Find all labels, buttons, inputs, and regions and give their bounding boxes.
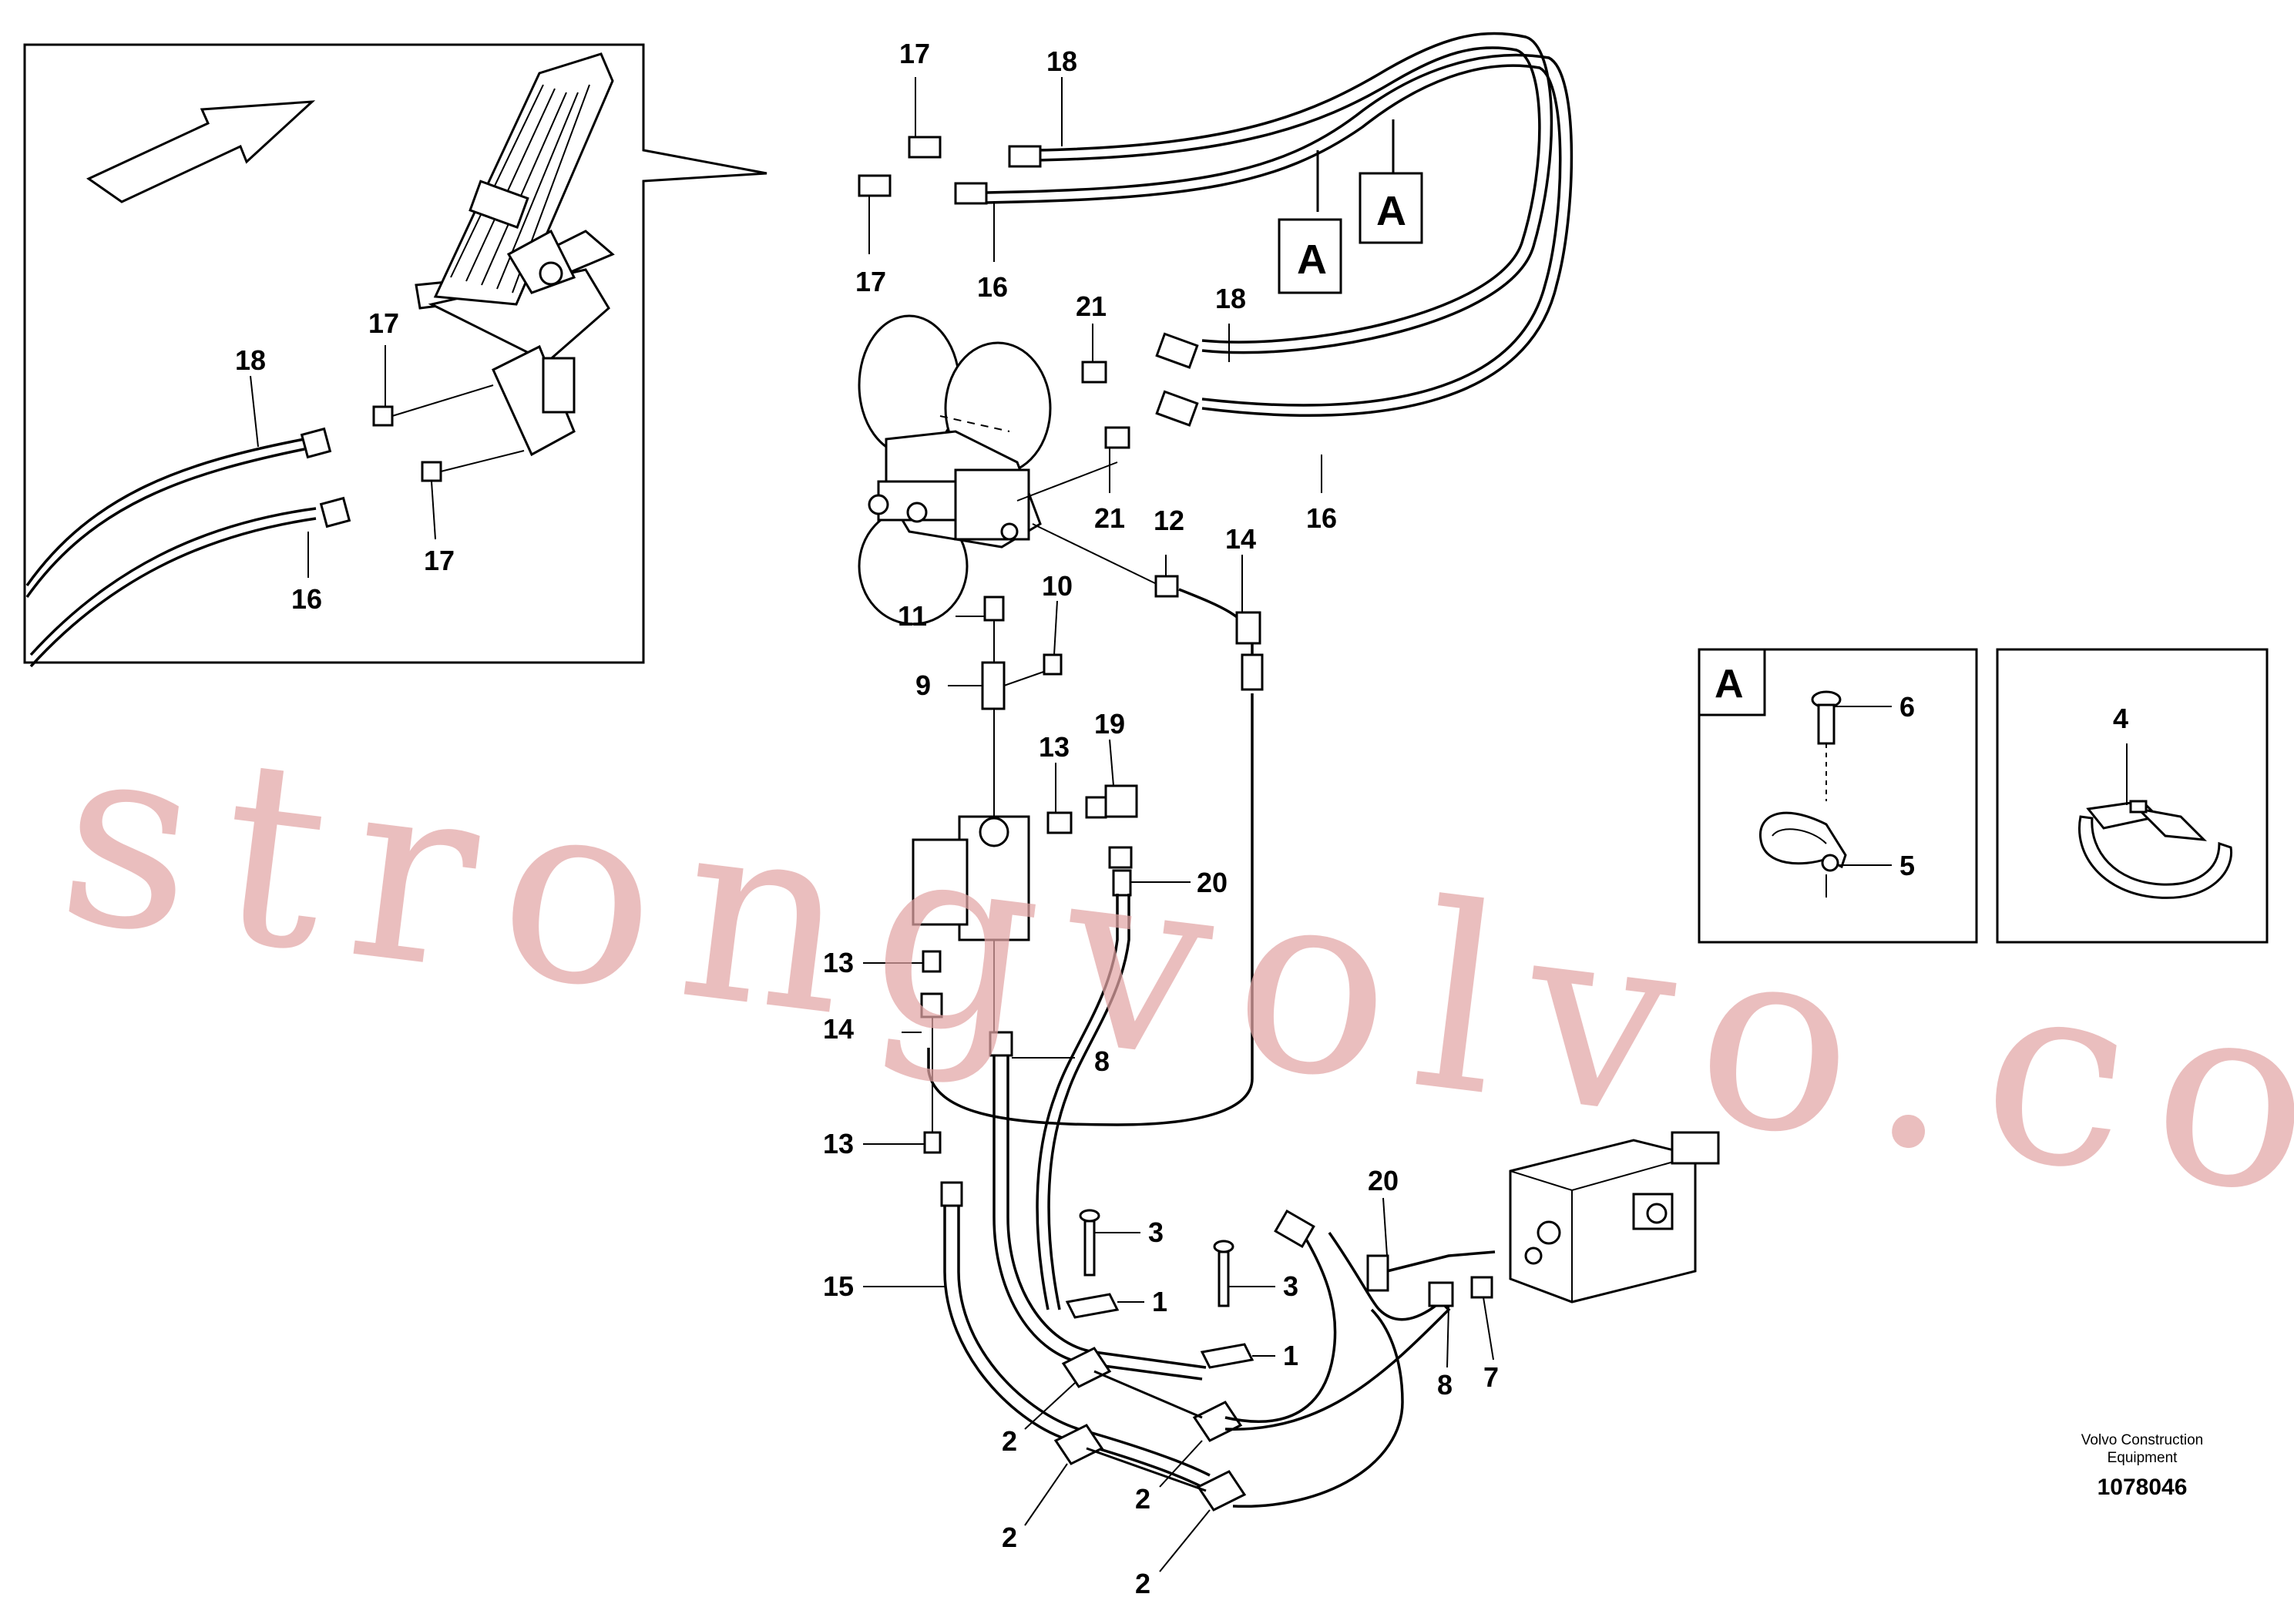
detail-a-label: A	[1715, 662, 1744, 706]
bolt-6	[1811, 690, 1842, 801]
direction-arrow-icon	[86, 100, 316, 203]
fitting-14-upper	[1235, 611, 1261, 645]
callout-4: 4	[2113, 703, 2128, 734]
section-marker-a-2: A	[1359, 119, 1423, 244]
inset-frame	[23, 43, 767, 664]
leader-17-lower-inset	[431, 481, 436, 540]
pedal-inset: 18 17 17 16	[23, 43, 767, 668]
bolt-3-left	[1079, 1209, 1100, 1277]
callout-15: 15	[823, 1270, 854, 1302]
bolt-3-right	[1213, 1240, 1234, 1307]
company-line-2: Equipment	[2108, 1450, 2178, 1466]
svg-text:A: A	[1376, 188, 1406, 234]
clamp-assembly	[1053, 1347, 1247, 1512]
control-valve-block	[1509, 1131, 1720, 1304]
callout-1-right: 1	[1283, 1340, 1298, 1371]
callout-18-inset: 18	[235, 344, 266, 376]
callout-7: 7	[1483, 1361, 1499, 1393]
callout-17-top: 17	[899, 38, 930, 69]
callout-12: 12	[1154, 505, 1184, 536]
callout-20-upper: 20	[1197, 867, 1228, 898]
callout-21-top: 21	[1076, 290, 1107, 322]
callout-16-mid: 16	[977, 271, 1008, 303]
callout-2-a: 2	[1002, 1425, 1017, 1457]
section-marker-a-1: A	[1278, 150, 1342, 294]
accumulator-assembly	[858, 314, 1052, 626]
callout-6: 6	[1899, 691, 1915, 723]
plate-1-right	[1200, 1343, 1254, 1369]
leader-18-inset	[250, 375, 259, 448]
pressure-switch-valve	[912, 784, 1138, 1032]
callout-10: 10	[1042, 570, 1073, 602]
callout-19: 19	[1094, 708, 1125, 740]
callout-17-upper-inset: 17	[368, 307, 399, 339]
callout-20-lower: 20	[1368, 1165, 1399, 1196]
callout-8-lower: 8	[1437, 1369, 1453, 1401]
drawing-number: 1078046	[2098, 1475, 2188, 1500]
detail-a-panel: A 6 5	[1698, 648, 1978, 944]
callout-16-inset: 16	[291, 583, 322, 615]
callout-18-top: 18	[1046, 45, 1077, 77]
callout-14-upper: 14	[1225, 523, 1256, 555]
callout-17-lower-inset: 17	[424, 545, 455, 576]
company-line-1: Volvo Construction	[2081, 1432, 2203, 1448]
fitting-9	[981, 661, 1006, 710]
callout-18-right: 18	[1215, 283, 1246, 314]
fitting-10	[1043, 653, 1063, 676]
callout-13-lower: 13	[823, 1128, 854, 1159]
sensor-19	[1104, 784, 1138, 818]
accelerator-pedal	[415, 52, 615, 457]
upper-hoses	[858, 32, 1574, 449]
callout-13-upper: 13	[1039, 731, 1070, 763]
footer-block: Volvo Construction Equipment 1078046	[2081, 1432, 2203, 1500]
callout-8-upper: 8	[1094, 1045, 1110, 1077]
detail-clamp-panel: 4	[1996, 648, 2269, 944]
fitting-11	[983, 596, 1005, 622]
watermark: strongvolvo.com	[46, 683, 2294, 1288]
callout-14-lower: 14	[823, 1013, 854, 1045]
cable-tie-4	[2078, 800, 2233, 899]
callout-17-mid: 17	[855, 266, 886, 297]
leaders-main	[863, 77, 1494, 1572]
callout-2-d: 2	[1135, 1568, 1150, 1599]
callout-21-bottom: 21	[1094, 502, 1125, 534]
callout-11: 11	[898, 600, 927, 632]
callout-2-c: 2	[1135, 1483, 1150, 1515]
p-clamp-5	[1758, 811, 1847, 898]
callout-1-left: 1	[1152, 1286, 1167, 1317]
inset-hoses	[25, 384, 525, 668]
callout-13-middle: 13	[823, 947, 854, 978]
callout-3-right: 3	[1283, 1270, 1298, 1302]
plate-1-left	[1065, 1293, 1120, 1319]
fitting-12	[1154, 575, 1179, 598]
callout-16-right: 16	[1306, 502, 1337, 534]
callout-9: 9	[915, 669, 931, 701]
callout-5: 5	[1899, 850, 1915, 881]
callouts-main: 17 18 17 16 21 18 21 16 12 14 11 10 9 13…	[823, 38, 1499, 1599]
callout-2-b: 2	[1002, 1522, 1017, 1553]
callout-3-left: 3	[1148, 1216, 1164, 1248]
svg-text:A: A	[1297, 237, 1327, 283]
